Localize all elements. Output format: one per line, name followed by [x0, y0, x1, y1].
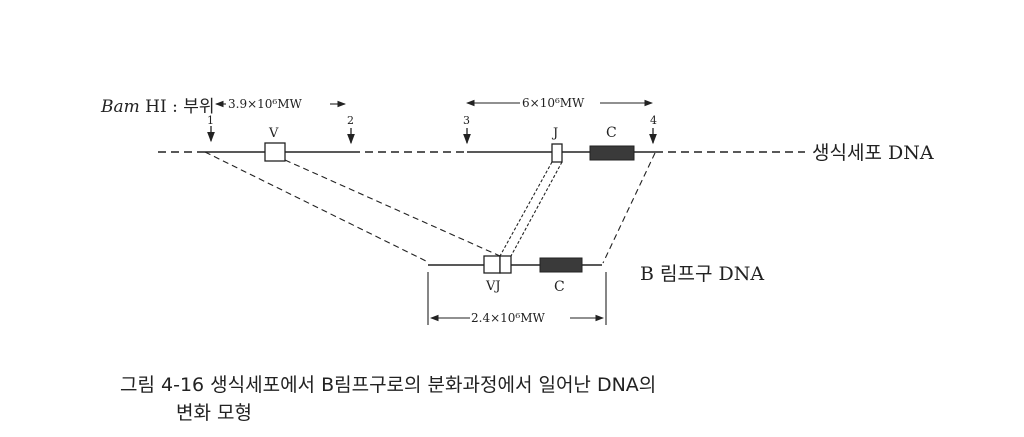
j-segment-joined — [499, 255, 512, 274]
v-segment-joined — [483, 255, 501, 274]
c-segment-bottom — [539, 257, 583, 273]
distance-3-4: 6×10⁶MW — [522, 96, 585, 110]
v-label: V — [268, 126, 279, 141]
bam-label: Bam HI : 부위 — [100, 97, 215, 117]
distance-1-2: 3.9×10⁶MW — [228, 97, 303, 111]
b-cell-dna-label: B 림프구 DNA — [640, 263, 764, 285]
site-arrows — [207, 126, 657, 145]
site-2-label: 2 — [347, 114, 354, 127]
c-label-top: C — [606, 125, 617, 141]
germline-dna-label: 생식세포 DNA — [812, 142, 934, 164]
vj-label: VJ — [485, 279, 501, 294]
figure-caption-line2: 변화 모형 — [176, 402, 252, 424]
site-3-label: 3 — [463, 114, 470, 127]
figure-caption-line1: 그림 4-16 생식세포에서 B림프구로의 분화과정에서 일어난 DNA의 — [120, 374, 657, 396]
v-segment — [264, 142, 286, 162]
c-segment-top — [589, 145, 635, 161]
c-label-bottom: C — [554, 279, 565, 295]
site-4-label: 4 — [650, 114, 657, 127]
distance-bottom: 2.4×10⁶MW — [471, 311, 546, 325]
rearrangement-lines — [204, 151, 656, 264]
site-1-label: 1 — [207, 114, 214, 127]
j-segment — [551, 143, 563, 163]
j-label: J — [551, 126, 558, 141]
